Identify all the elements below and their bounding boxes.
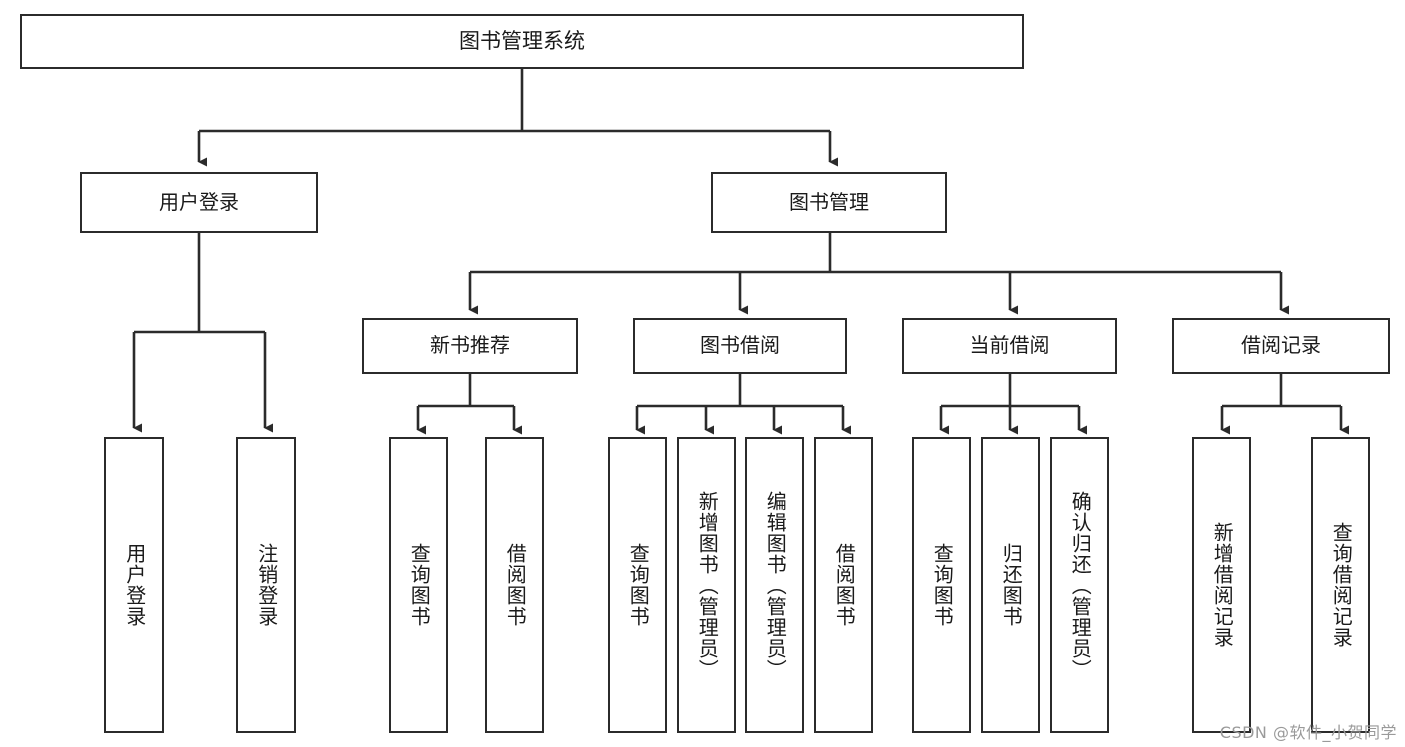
leaf-current-borrow-query-book[interactable]: 查询图书 (912, 437, 971, 733)
leaf-book-borrow-edit-book[interactable]: 编辑图书（管理员） (745, 437, 804, 733)
node-book-management[interactable]: 图书管理 (711, 172, 947, 233)
node-label: 注销登录 (254, 543, 279, 627)
leaf-current-borrow-confirm-return[interactable]: 确认归还（管理员） (1050, 437, 1109, 733)
node-label: 新增借阅记录 (1210, 522, 1235, 648)
node-user-login[interactable]: 用户登录 (80, 172, 318, 233)
node-label: 查询借阅记录 (1329, 522, 1354, 648)
node-label: 确认归还（管理员） (1068, 490, 1093, 680)
node-borrow-record[interactable]: 借阅记录 (1172, 318, 1390, 374)
node-label: 借阅图书 (503, 543, 528, 627)
node-current-borrow[interactable]: 当前借阅 (902, 318, 1117, 374)
node-label: 图书管理 (789, 189, 869, 214)
node-label: 用户登录 (122, 543, 147, 627)
node-label: 归还图书 (999, 543, 1024, 627)
leaf-borrow-record-add-record[interactable]: 新增借阅记录 (1192, 437, 1251, 733)
node-root-book-management-system[interactable]: 图书管理系统 (20, 14, 1024, 69)
node-label: 用户登录 (159, 189, 239, 214)
leaf-book-borrow-add-book[interactable]: 新增图书（管理员） (677, 437, 736, 733)
node-label: 新书推荐 (430, 333, 510, 358)
leaf-user-login-login[interactable]: 用户登录 (104, 437, 164, 733)
node-label: 图书借阅 (700, 333, 780, 358)
node-label: 查询图书 (930, 543, 955, 627)
node-label: 图书管理系统 (459, 29, 585, 54)
leaf-new-book-borrow-book[interactable]: 借阅图书 (485, 437, 544, 733)
node-label: 借阅记录 (1241, 333, 1321, 358)
node-new-book-recommend[interactable]: 新书推荐 (362, 318, 578, 374)
node-book-borrow[interactable]: 图书借阅 (633, 318, 847, 374)
leaf-user-login-logout[interactable]: 注销登录 (236, 437, 296, 733)
watermark-text: CSDN @软件_小贺同学 (1219, 723, 1397, 742)
node-label: 查询图书 (407, 543, 432, 627)
leaf-borrow-record-query-record[interactable]: 查询借阅记录 (1311, 437, 1370, 733)
leaf-book-borrow-query-book[interactable]: 查询图书 (608, 437, 667, 733)
leaf-new-book-query-book[interactable]: 查询图书 (389, 437, 448, 733)
node-label: 新增图书（管理员） (695, 490, 720, 680)
node-label: 借阅图书 (832, 543, 857, 627)
leaf-book-borrow-borrow-book[interactable]: 借阅图书 (814, 437, 873, 733)
leaf-current-borrow-return-book[interactable]: 归还图书 (981, 437, 1040, 733)
node-label: 查询图书 (626, 543, 651, 627)
node-label: 编辑图书（管理员） (763, 490, 788, 680)
node-label: 当前借阅 (969, 333, 1050, 358)
